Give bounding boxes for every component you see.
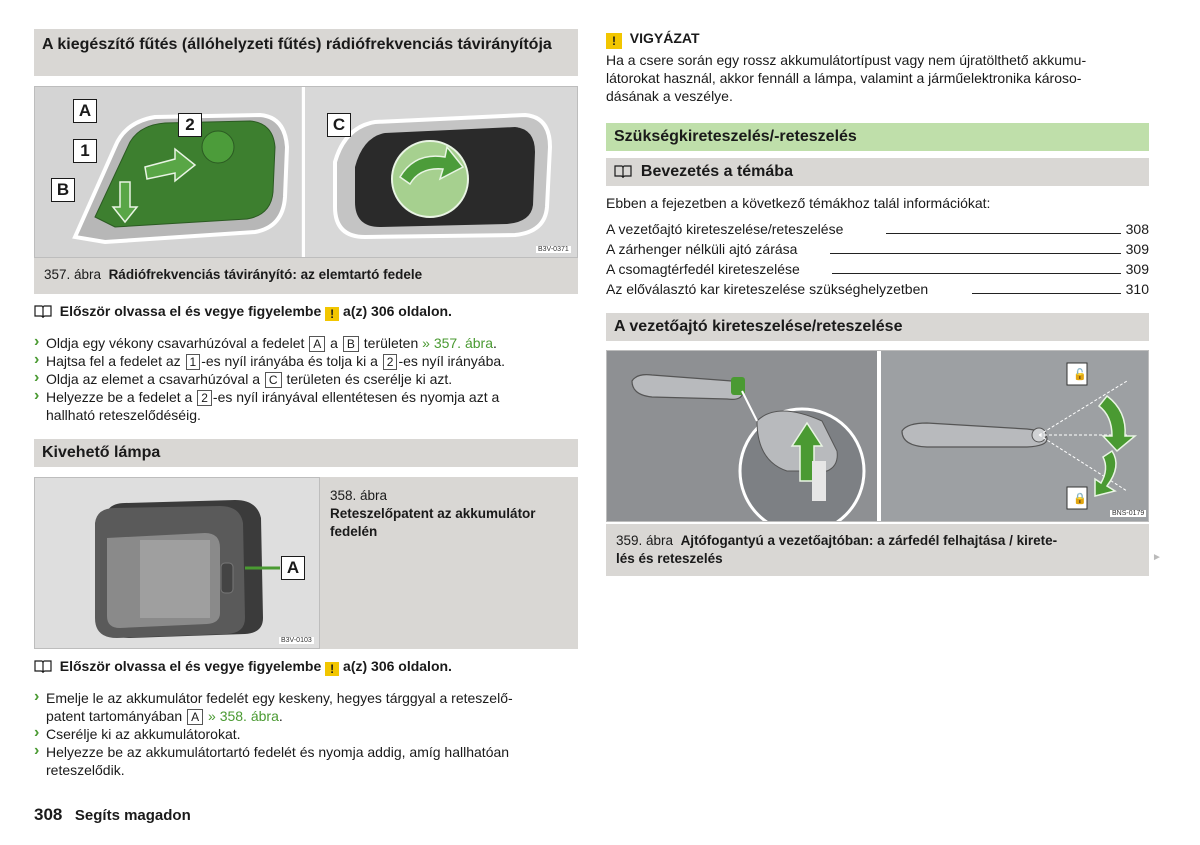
section-header-lamp: Kivehető lámpa <box>34 439 578 467</box>
unlock-icon: 🔓 <box>1073 369 1087 381</box>
list-item: Helyezze be az akkumulátortartó fedelét … <box>34 742 578 779</box>
warning-icon: ! <box>325 307 340 321</box>
warning-text: Ha a csere során egy rossz akkumulátortí… <box>606 52 1087 104</box>
section-header-driver-door: A vezetőajtó kireteszelése/reteszelése <box>606 313 1149 341</box>
intro-header: Bevezetés a témába <box>606 158 1149 186</box>
list-item: Helyezze be a fedelet a 2-es nyíl irányá… <box>34 387 578 424</box>
label-B: B <box>51 178 75 202</box>
chapter-name: Segíts magadon <box>74 807 191 824</box>
warning-icon: ! <box>606 33 622 49</box>
figure-358: A B3V-0103 <box>34 477 320 649</box>
list-item: Emelje le az akkumulátor fedelét egy kes… <box>34 688 578 725</box>
figure-359: 🔓 🔒 BNS-0179 <box>606 350 1149 522</box>
warning-block: ! VIGYÁZAT Ha a csere során egy rossz ak… <box>606 29 1149 105</box>
lamp-illustration <box>95 500 280 638</box>
section-header-remote-control: A kiegészítő fűtés (állóhelyzeti fűtés) … <box>34 29 578 76</box>
door-handle-illustration <box>607 351 1148 521</box>
figure-357: A 1 B 2 C B3V-0371 <box>34 86 578 258</box>
toc-row[interactable]: Az előválasztó kar kireteszelése szükség… <box>606 281 1149 297</box>
page-footer: 308 Segíts magadon <box>34 805 191 825</box>
warning-icon: ! <box>325 662 340 676</box>
intro-text: Ebben a fejezetben a következő témákhoz … <box>606 195 991 211</box>
warning-title: VIGYÁZAT <box>629 30 700 46</box>
figure-code: B3V-0371 <box>536 246 571 253</box>
label-A: A <box>73 99 97 123</box>
steps-list-1: Oldja egy vékony csavarhúzóval a fedelet… <box>34 333 578 424</box>
lock-icon: 🔒 <box>1073 493 1087 505</box>
label-1: 1 <box>73 139 97 163</box>
figure-359-caption: 359. ábra Ajtófogantyú a vezetőajtóban: … <box>606 524 1149 576</box>
figure-code: BNS-0179 <box>1110 510 1147 517</box>
figure-358-caption: 358. ábra Reteszelőpatent az akkumulátor… <box>320 477 578 649</box>
list-item: Oldja egy vékony csavarhúzóval a fedelet… <box>34 333 578 352</box>
next-page-marker: ► <box>1152 552 1162 563</box>
book-icon <box>34 660 52 673</box>
label-C: C <box>327 113 351 137</box>
list-item: Hajtsa fel a fedelet az 1-es nyíl irányá… <box>34 351 578 370</box>
list-item: Cserélje ki az akkumulátorokat. <box>34 724 578 743</box>
figure-code: B3V-0103 <box>279 637 314 644</box>
book-icon <box>614 165 632 178</box>
caption-text: Rádiófrekvenciás távirányító: az elemtar… <box>108 267 423 282</box>
read-first-note-2: Először olvassa el és vegye figyelembe !… <box>34 657 578 676</box>
steps-list-2: Emelje le az akkumulátor fedelét egy kes… <box>34 688 578 779</box>
caption-number: 357. ábra <box>44 267 102 282</box>
section-header-emergency: Szükségkireteszelés/-reteszelés <box>606 123 1149 151</box>
section-title: A kiegészítő fűtés (állóhelyzeti fűtés) … <box>42 36 552 53</box>
figure-link[interactable]: » 358. ábra <box>208 708 279 724</box>
figure-link[interactable]: » 357. ábra <box>422 335 493 351</box>
label-2: 2 <box>178 113 202 137</box>
list-item: Oldja az elemet a csavarhúzóval a C terü… <box>34 369 578 388</box>
page-number: 308 <box>34 805 63 824</box>
read-first-note: Először olvassa el és vegye figyelembe !… <box>34 302 578 321</box>
remote-control-illustration <box>35 87 577 257</box>
book-icon <box>34 305 52 318</box>
label-A: A <box>281 556 305 580</box>
figure-357-caption: 357. ábra Rádiófrekvenciás távirányító: … <box>34 258 578 294</box>
